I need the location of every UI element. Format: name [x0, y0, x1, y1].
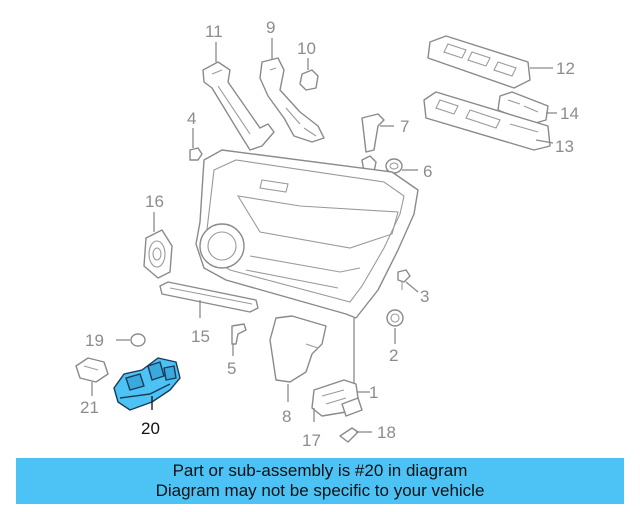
callout-14[interactable]: 14: [560, 104, 579, 123]
part-1-door-trim-panel[interactable]: [195, 149, 419, 319]
part-4-screw[interactable]: [189, 147, 203, 161]
callout-9[interactable]: 9: [266, 18, 275, 37]
leader-3: [405, 281, 419, 293]
callout-17[interactable]: 17: [302, 431, 321, 450]
part-11-pull-handle[interactable]: [202, 61, 275, 151]
part-18-bulb[interactable]: [339, 427, 359, 443]
callout-8[interactable]: 8: [282, 407, 291, 426]
callout-13[interactable]: 13: [555, 137, 574, 156]
part-10-clip[interactable]: [299, 69, 319, 91]
callout-3[interactable]: 3: [420, 287, 429, 306]
part-17-switch[interactable]: [311, 379, 363, 417]
callout-18[interactable]: 18: [377, 423, 396, 442]
callout-12[interactable]: 12: [556, 59, 575, 78]
callout-21[interactable]: 21: [80, 398, 99, 417]
callout-1[interactable]: 1: [369, 383, 378, 402]
callout-2[interactable]: 2: [389, 346, 398, 365]
part-19-bolt[interactable]: [130, 333, 146, 347]
callout-7[interactable]: 7: [400, 117, 409, 136]
parts-diagram: 11 9 10 12 14 13 4 7: [75, 18, 579, 450]
callout-19[interactable]: 19: [85, 331, 104, 350]
callout-20[interactable]: 20: [141, 419, 160, 438]
part-14-switch-insert[interactable]: [497, 91, 549, 125]
part-3-clip[interactable]: [397, 269, 411, 290]
part-9-handle-bracket[interactable]: [259, 57, 325, 143]
banner-line-2: Diagram may not be specific to your vehi…: [155, 481, 485, 500]
callout-6[interactable]: 6: [423, 162, 432, 181]
part-21-switch-housing[interactable]: [75, 357, 109, 383]
callout-16[interactable]: 16: [145, 192, 164, 211]
part-2-grommet[interactable]: [386, 309, 404, 327]
callout-5[interactable]: 5: [227, 359, 236, 378]
part-16-speaker[interactable]: [143, 229, 173, 279]
part-8-cover[interactable]: [269, 315, 327, 383]
part-13-armrest-panel[interactable]: [423, 91, 551, 151]
info-banner: Part or sub-assembly is #20 in diagram D…: [16, 458, 624, 504]
part-5-screw[interactable]: [231, 323, 247, 345]
callout-11[interactable]: 11: [205, 22, 223, 41]
part-12-switch-bezel[interactable]: [427, 35, 531, 89]
part-7-lock-knob[interactable]: [361, 113, 385, 173]
callout-15[interactable]: 15: [191, 327, 210, 346]
part-20-window-switch[interactable]: [113, 357, 181, 411]
banner-line-1: Part or sub-assembly is #20 in diagram: [172, 461, 468, 480]
leader-13: [535, 139, 554, 144]
callout-10[interactable]: 10: [297, 39, 316, 58]
part-15-seal-strip[interactable]: [159, 281, 259, 313]
callout-4[interactable]: 4: [187, 109, 196, 128]
